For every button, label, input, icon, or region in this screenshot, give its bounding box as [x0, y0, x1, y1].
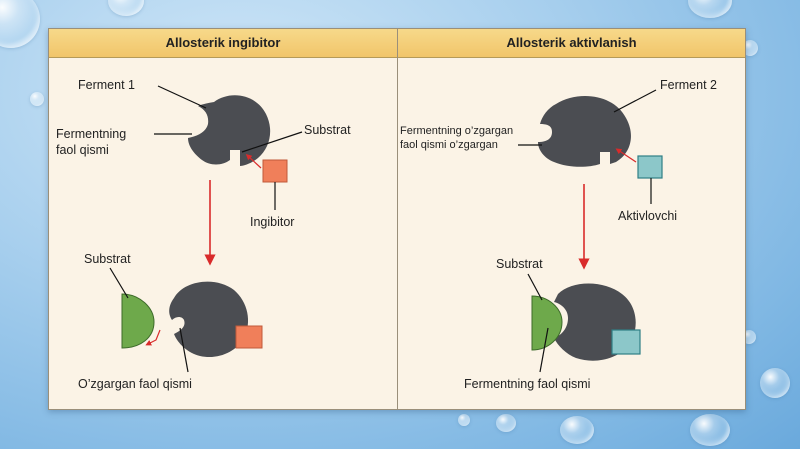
- decorative-bubble: [458, 414, 470, 426]
- panel-title: Allosterik aktivlanish: [398, 29, 745, 58]
- active-site-right-label: Fermentning faol qismi: [464, 377, 590, 391]
- substrate-halfdisk-right: [531, 295, 563, 351]
- substrate-bottom-label: Substrat: [84, 252, 131, 266]
- substrate-right-label: Substrat: [496, 257, 543, 271]
- substrate-bottom-leader: [109, 267, 129, 299]
- enzyme-1-leader: [157, 85, 207, 109]
- changed-site-label: O’zgargan faol qismi: [78, 377, 192, 391]
- decorative-bubble: [496, 414, 516, 432]
- decorative-bubble: [30, 92, 44, 106]
- decorative-bubble: [690, 414, 730, 446]
- active-site-label-line2: faol qismi: [56, 143, 109, 157]
- active-site-right-leader: [539, 327, 549, 373]
- activator-binding-arrow: [615, 148, 637, 163]
- enzyme-1-label: Ferment 1: [78, 78, 135, 92]
- inhibitor-label: Ingibitor: [250, 215, 294, 229]
- inhibitor-square: [262, 159, 288, 183]
- activator-label: Aktivlovchi: [618, 209, 677, 223]
- changed-site-label-line2: faol qismi o’zgargan: [400, 139, 498, 151]
- substrate-top-label: Substrat: [304, 123, 351, 137]
- enzyme-diagram: Ferment 1 Fermentning faol qismi Substra…: [56, 78, 717, 391]
- inhibitor-bound-square: [235, 325, 263, 349]
- enzyme-2-body: [538, 95, 631, 167]
- enzyme-1-changed-body: [169, 281, 249, 358]
- substrate-release-arrow: [145, 329, 161, 346]
- decorative-bubble: [742, 40, 758, 56]
- substrate-right-leader: [527, 273, 543, 301]
- decorative-bubble: [760, 368, 790, 398]
- decorative-bubble: [688, 0, 732, 18]
- panel-allosteric-inhibitor: Allosterik ingibitor: [49, 29, 398, 409]
- panel-title: Allosterik ingibitor: [49, 29, 397, 58]
- decorative-bubble: [560, 416, 594, 444]
- enzyme-1-body: [188, 95, 271, 166]
- activator-square: [637, 155, 663, 179]
- enzyme-2-label: Ferment 2: [660, 78, 717, 92]
- substrate-halfdisk-left: [121, 293, 155, 349]
- changed-site-label-line1: Fermentning o’zgargan: [400, 125, 513, 137]
- decorative-bubble: [108, 0, 144, 16]
- panel-allosteric-activation: Allosterik aktivlanish: [398, 29, 745, 409]
- activator-bound-square: [611, 329, 641, 355]
- changed-site-leader: [179, 327, 189, 373]
- inhibitor-binding-arrow: [245, 153, 262, 169]
- enzyme-2-leader: [613, 89, 657, 113]
- decorative-bubble: [0, 0, 40, 48]
- active-site-label-line1: Fermentning: [56, 127, 126, 141]
- substrate-top-leader: [241, 131, 303, 153]
